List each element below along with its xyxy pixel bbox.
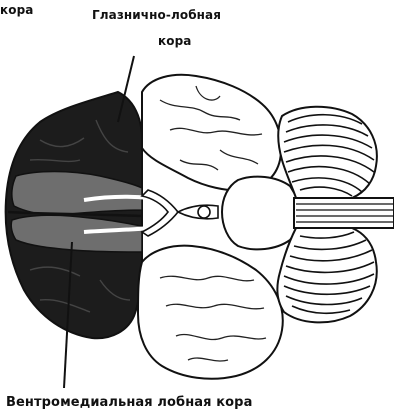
label-orbitofrontal-line1: Глазнично-лобная [92,7,221,23]
temporal-lobe-lower [138,246,283,379]
optic-chiasm [142,190,218,236]
label-orbitofrontal-line2: кора [158,33,191,49]
spinal-cord [294,198,394,228]
label-ventromedial: Вентромедиальная лобная кора [6,395,252,411]
brainstem [222,177,296,250]
label-cut-left: кора [0,2,33,18]
